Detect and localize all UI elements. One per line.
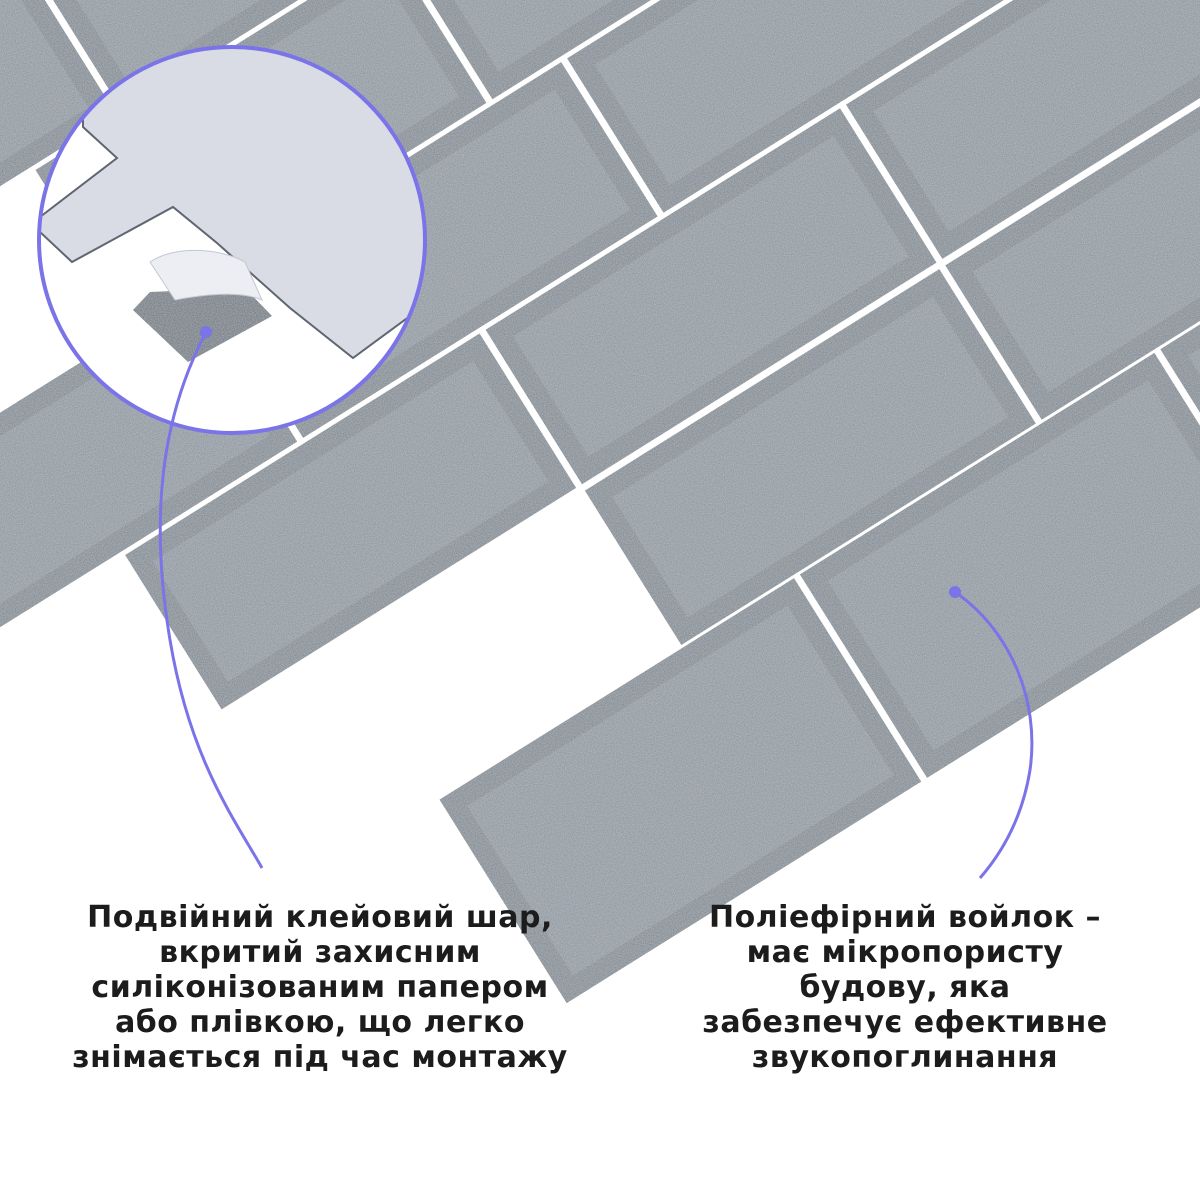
caption-line: будову, яка [799,970,1011,1005]
felt-brick [846,0,1200,259]
adhesive-zoom-circle [37,45,427,435]
felt-brick [485,108,937,485]
felt-brick [1160,324,1200,413]
felt-brick [439,578,922,1004]
callout-line-felt [949,586,1034,879]
felt-brick [584,269,1036,645]
caption-line: вкритий захисним [159,935,481,970]
callout-line-adhesive [158,326,264,869]
caption-line: Подвійний клейовий шар, [87,900,553,935]
caption-line: забезпечує ефективне [702,1005,1108,1040]
caption-line: силіконізованим папером [91,970,549,1005]
felt-brick [799,352,1200,778]
felt-brick [945,106,1200,420]
release-paper [39,47,425,360]
caption-line: має мікропористу [746,935,1064,970]
caption-line: звукопоглинання [751,1040,1059,1075]
caption-line: знімається під час монтажу [72,1040,568,1075]
felt-brick [567,0,1004,213]
adhesive-layer-caption: Подвійний клейовий шар, вкритий захисним… [40,900,600,1075]
caption-line: Поліефірний войлок – [708,900,1102,935]
caption-line: або плівкою, що легко [115,1005,525,1040]
felt-brick [0,0,116,187]
paper-curl [149,249,263,302]
felt-brick [125,333,577,710]
felt-material-caption: Поліефірний войлок – має мікропористу бу… [625,900,1185,1075]
felt-brick [430,0,651,100]
felt-piece [133,288,272,362]
